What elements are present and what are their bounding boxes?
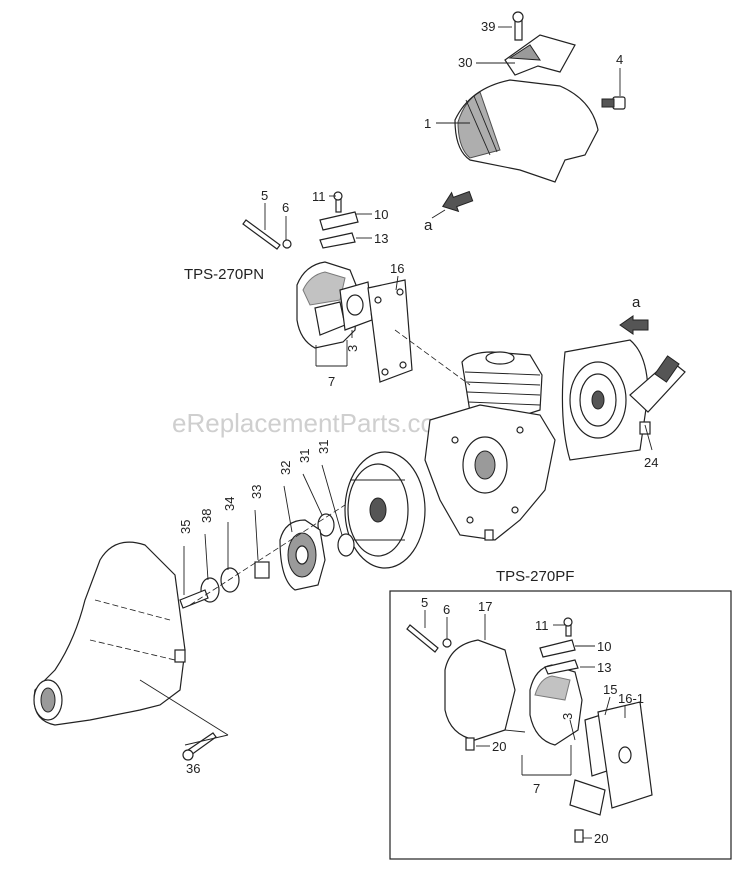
pf-plate-13 <box>544 659 579 675</box>
pf-callout-5: 5 <box>421 595 428 610</box>
gasket-16 <box>367 279 413 383</box>
pf-callout-20-b: 20 <box>594 831 608 846</box>
pf-callout-11: 11 <box>535 618 549 633</box>
callout-31-a: 31 <box>297 449 312 463</box>
cover-bracket <box>504 34 576 76</box>
inset-frame <box>389 590 732 860</box>
callout-13: 13 <box>374 231 388 246</box>
engine-cover-assembly <box>454 11 626 183</box>
callout-a-right: a <box>632 294 641 311</box>
callout-7: 7 <box>328 374 335 389</box>
pf-callout-7: 7 <box>533 781 540 796</box>
callout-4: 4 <box>616 52 623 67</box>
callout-1: 1 <box>424 116 431 131</box>
arrow-a-right <box>619 315 649 335</box>
callout-38: 38 <box>199 509 214 523</box>
bolt-5 <box>242 219 281 250</box>
part-33 <box>254 561 270 579</box>
washer-6 <box>282 239 292 249</box>
callout-24: 24 <box>644 455 658 470</box>
clutch-housing <box>33 541 229 761</box>
leader-lines <box>183 26 653 839</box>
pf-callout-10: 10 <box>597 639 611 654</box>
callout-36: 36 <box>186 761 200 776</box>
screw-39 <box>514 19 523 41</box>
arrow-a-top <box>431 190 474 219</box>
pf-callout-13: 13 <box>597 660 611 675</box>
pf-callout-20-a: 20 <box>492 739 506 754</box>
screw-4 <box>612 96 626 110</box>
cover-vents <box>457 91 501 159</box>
washer-31b <box>337 533 355 557</box>
callout-labels: 39 30 4 1 a 5 6 11 10 13 TPS-270PN 16 3 … <box>178 19 658 846</box>
callout-16: 16 <box>390 261 404 276</box>
callout-5: 5 <box>261 188 268 203</box>
bolt-35 <box>179 589 209 609</box>
callout-6: 6 <box>282 200 289 215</box>
watermark: eReplacementParts.com <box>172 408 457 438</box>
pf-inset <box>389 590 732 860</box>
recoil-starter <box>561 339 686 461</box>
callout-32: 32 <box>278 461 293 475</box>
pf-callout-6: 6 <box>443 602 450 617</box>
engine-cover <box>454 79 599 183</box>
callout-35: 35 <box>178 520 193 534</box>
pf-arrestor-10 <box>539 639 576 658</box>
callout-a-top: a <box>424 217 433 234</box>
callout-31-b: 31 <box>316 440 331 454</box>
engine-block <box>424 351 556 541</box>
flywheel-clutch <box>179 451 426 609</box>
spark-arrestor-10 <box>319 211 359 231</box>
pf-cover-17 <box>444 639 516 741</box>
model-label-pn: TPS-270PN <box>184 266 264 283</box>
pf-callout-17: 17 <box>478 599 492 614</box>
pf-callout-3: 3 <box>560 713 575 720</box>
screw-24 <box>639 421 651 435</box>
pf-callout-16-1: 16-1 <box>618 691 644 706</box>
model-label-pf: TPS-270PF <box>496 568 574 585</box>
plate-13 <box>319 232 356 249</box>
washer-34 <box>220 567 240 593</box>
callout-39: 39 <box>481 19 495 34</box>
pf-bolt-5 <box>406 624 439 653</box>
pf-callout-15: 15 <box>603 682 617 697</box>
callout-11: 11 <box>312 189 326 204</box>
callout-33: 33 <box>249 485 264 499</box>
callout-30: 30 <box>458 55 472 70</box>
callout-3: 3 <box>345 345 360 352</box>
muffler-group-pn <box>242 191 413 383</box>
pf-bracket <box>569 779 606 816</box>
callout-10: 10 <box>374 207 388 222</box>
pf-washer-6 <box>442 638 452 648</box>
callout-34: 34 <box>222 497 237 511</box>
